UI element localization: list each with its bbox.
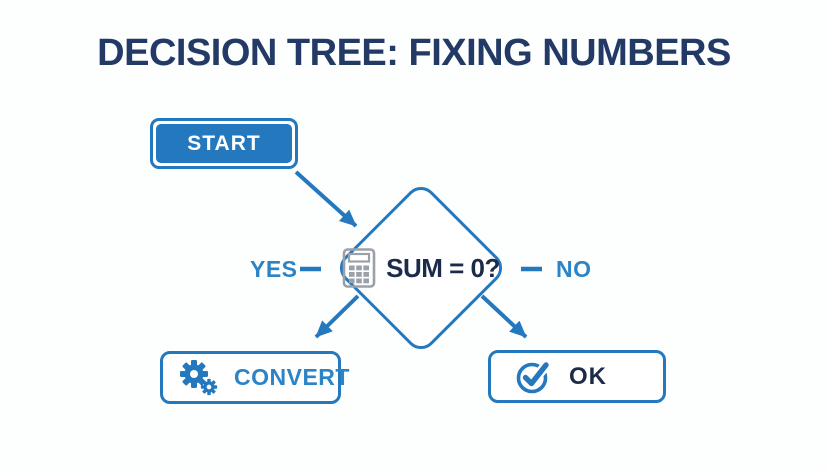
convert-node-label: CONVERT <box>234 364 350 390</box>
calculator-icon <box>342 248 376 288</box>
check-circle-icon <box>516 359 551 393</box>
arrow-start-to-decision <box>294 170 358 228</box>
gears-icon <box>180 359 218 395</box>
page-title: DECISION TREE: FIXING NUMBERS <box>97 32 731 74</box>
decision-label: SUM = 0? <box>386 252 500 283</box>
decision-content: SUM = 0? <box>342 246 500 290</box>
start-node: START <box>150 118 298 169</box>
yes-branch-label: YES <box>250 256 298 282</box>
arrow-decision-to-ok <box>480 294 528 339</box>
arrow-decision-to-convert <box>314 294 360 339</box>
no-branch-label: NO <box>556 256 592 282</box>
start-node-label: START <box>156 124 292 163</box>
convert-node: CONVERT <box>160 351 349 404</box>
ok-node-label: OK <box>569 362 607 390</box>
ok-node: OK <box>488 350 666 403</box>
